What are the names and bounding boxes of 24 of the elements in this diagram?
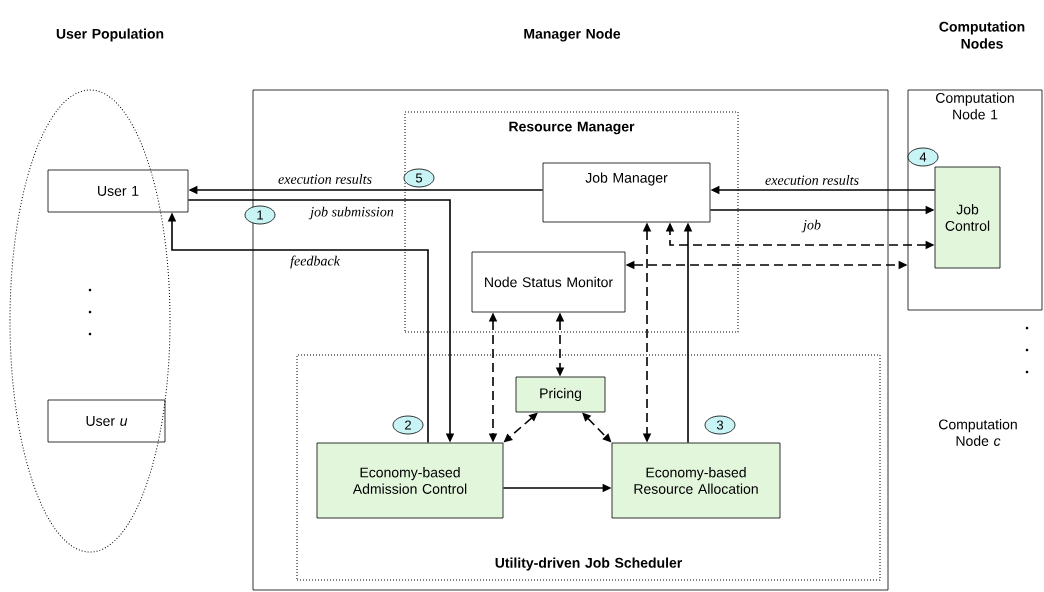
node-label: Computation Node c — [939, 419, 1017, 446]
user-box: User 1 — [47, 169, 189, 213]
component-box: Job Manager — [542, 162, 711, 223]
edge-label: job — [801, 219, 821, 233]
component-box: Economy-based Resource Allocation — [611, 442, 781, 519]
step-badge: 4 — [907, 147, 939, 167]
step-badge: 3 — [704, 415, 736, 435]
column-heading: User Population — [56, 28, 164, 42]
edge-label: execution results — [278, 174, 372, 184]
user-box: User u — [47, 399, 166, 443]
edge-label: execution results — [765, 175, 859, 185]
step-badge: 1 — [244, 205, 276, 225]
component-box: Node Status Monitor — [471, 251, 626, 313]
manager-node-box — [252, 89, 889, 591]
component-box: Job Control — [934, 166, 1001, 269]
column-heading: Manager Node — [524, 28, 621, 42]
step-badge: 5 — [403, 168, 435, 188]
step-badge: 2 — [392, 415, 424, 435]
edge-label: job submission — [308, 206, 394, 220]
component-box: Pricing — [515, 376, 606, 413]
user-group-ellipse — [9, 89, 171, 553]
edge-label: feedback — [290, 255, 341, 269]
column-heading: Computation Nodes — [939, 21, 1025, 49]
component-box: Economy-based Admission Control — [316, 442, 504, 519]
